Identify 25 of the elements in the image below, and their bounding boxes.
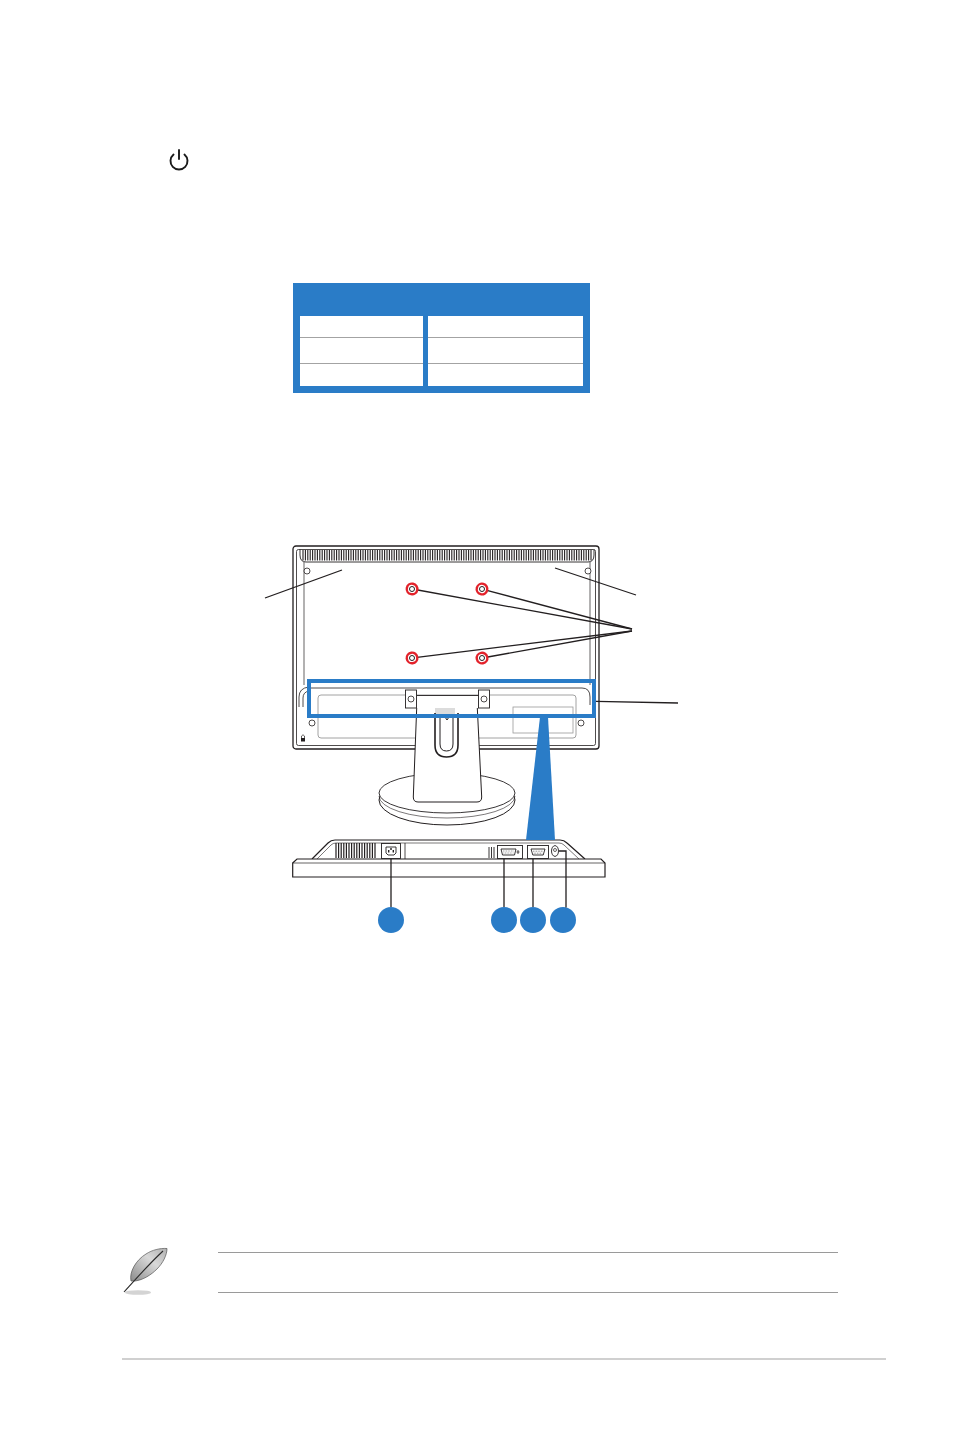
callout-circle <box>491 907 517 933</box>
leader-line <box>532 858 534 908</box>
callout-circle <box>550 907 576 933</box>
leader-line <box>390 858 392 908</box>
zoom-wedge <box>525 717 556 840</box>
callout-circle <box>520 907 546 933</box>
leader-line <box>503 858 505 908</box>
leader-line <box>264 569 343 599</box>
vga-port <box>527 845 549 859</box>
callout-circle <box>378 907 404 933</box>
audio-jack <box>551 845 559 857</box>
leader-line <box>475 630 633 665</box>
mounting-hole <box>479 586 485 592</box>
leader-line <box>558 850 567 909</box>
mounting-hole <box>409 655 415 661</box>
dvi-port <box>497 845 523 859</box>
monitor-rear-drawing <box>292 545 601 827</box>
mounting-hole <box>409 586 415 592</box>
highlight-frame <box>307 679 596 718</box>
mounting-hole <box>479 655 485 661</box>
power-socket <box>381 843 401 859</box>
leader-line <box>595 700 679 704</box>
leader-line <box>554 567 637 596</box>
leader-line <box>475 582 633 630</box>
monitor-bottom-drawing <box>292 838 606 878</box>
